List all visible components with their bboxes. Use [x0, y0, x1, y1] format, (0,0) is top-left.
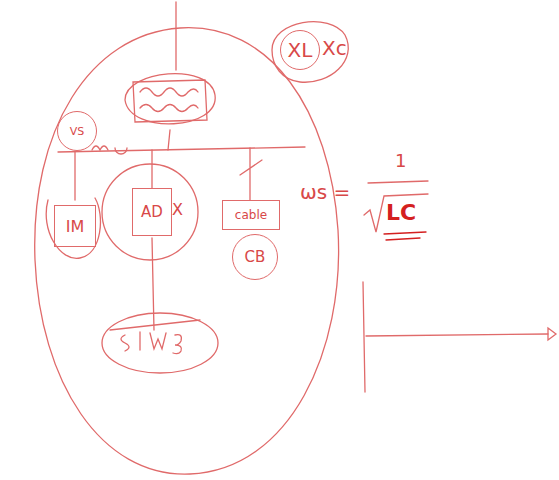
- source-circle: VS: [57, 111, 97, 151]
- scribble-line: [110, 320, 200, 330]
- node-text: AD: [141, 203, 163, 221]
- formula-text: ωs =: [300, 180, 350, 204]
- node-text: IM: [66, 217, 85, 236]
- scribble-text: [121, 332, 181, 354]
- bus-bar: [58, 147, 305, 152]
- fraction-bar: [368, 181, 428, 183]
- bus-node: [115, 148, 127, 154]
- drive-box: AD: [132, 188, 172, 236]
- formula-text: 1: [395, 150, 406, 171]
- waveform: [140, 88, 198, 96]
- motor-box: IM: [54, 205, 96, 247]
- axis-arrow: [548, 328, 556, 340]
- node-text: XL: [288, 38, 313, 62]
- reactance-circle: XL: [280, 30, 320, 70]
- waveform: [140, 105, 198, 112]
- source-box: [133, 80, 207, 122]
- underline: [384, 232, 426, 240]
- breaker-circle: CB: [232, 234, 278, 280]
- wire: [151, 150, 152, 188]
- bus-oval: [102, 313, 218, 373]
- feed-line: [168, 2, 176, 150]
- coil-mark: [92, 146, 108, 150]
- wire: [152, 238, 154, 330]
- load-circle: [102, 164, 198, 260]
- node-text: cable: [235, 208, 267, 222]
- enclosing-outline: [35, 28, 339, 474]
- wire: [240, 148, 262, 200]
- node-text: VS: [70, 125, 85, 138]
- cable-box: cable: [222, 200, 280, 230]
- mark-text: X: [172, 200, 183, 219]
- node-text: CB: [245, 248, 266, 266]
- source-circle: [125, 74, 215, 124]
- reactance-label: Xc: [322, 36, 347, 60]
- root-sign: [364, 194, 428, 232]
- formula-text: LC: [386, 200, 416, 225]
- axis: [363, 282, 548, 392]
- load-circle: [46, 198, 100, 258]
- reactance-circle: [272, 22, 348, 83]
- wire: [74, 152, 75, 200]
